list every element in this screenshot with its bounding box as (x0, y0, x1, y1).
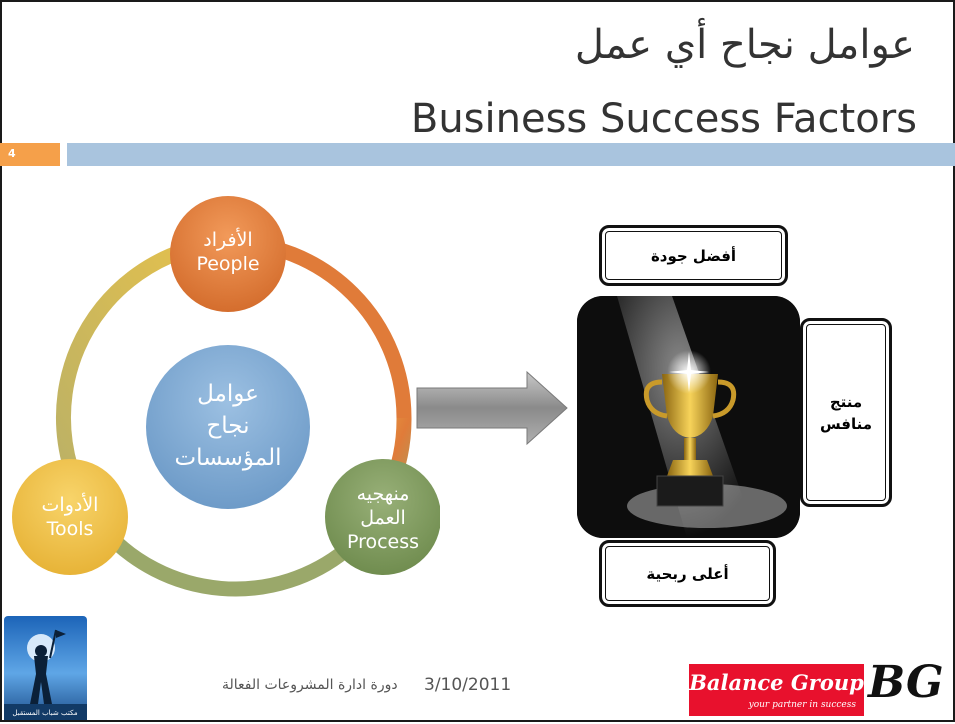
balance-group-name: Balance Group (689, 670, 864, 695)
trophy-spotlight-image (577, 296, 800, 538)
people-label-ar: الأفراد (203, 229, 253, 251)
title-underline-bar (67, 143, 955, 166)
competitive-product-line1: منتج (829, 392, 863, 411)
center-label-line3: المؤسسات (174, 445, 282, 471)
bg-monogram: BG (868, 657, 944, 708)
competitive-product-line2: منافس (819, 414, 873, 433)
highest-profit-box: أعلى ربحية (599, 540, 776, 607)
success-cycle-diagram (12, 196, 440, 597)
balance-group-tagline: your partner in success (748, 700, 856, 710)
people-label-en: People (196, 253, 260, 275)
tools-circle (12, 459, 128, 575)
best-quality-box: أفضل جودة (599, 225, 788, 286)
slide-title-english: Business Success Factors (410, 96, 917, 142)
people-circle (170, 196, 286, 312)
tools-label-ar: الأدوات (41, 494, 99, 516)
process-label-ar1: منهجيه (356, 483, 410, 505)
slide-number-bar (0, 143, 60, 166)
footer-course-name: دورة ادارة المشروعات الفعالة (222, 677, 398, 693)
process-label: منهجيه العمل Process (325, 482, 441, 554)
slide-number: 4 (8, 147, 16, 160)
process-circle (325, 459, 440, 575)
people-label: الأفراد People (170, 228, 286, 276)
slide-title-arabic: عوامل نجاح أي عمل (574, 22, 915, 68)
balance-group-logo: Balance Group your partner in success (689, 664, 864, 716)
center-circle (146, 345, 310, 509)
footer-date: 3/10/2011 (424, 675, 512, 695)
arrow-right-icon (416, 370, 568, 446)
center-label-line2: نجاح (206, 413, 250, 439)
future-youth-logo: مكتب شباب المستقبل (4, 616, 87, 720)
future-youth-logo-text: مكتب شباب المستقبل (12, 709, 77, 717)
competitive-product-box: منتج منافس (800, 318, 892, 507)
center-label-line1: عوامل (197, 381, 259, 407)
tools-label: الأدوات Tools (12, 493, 128, 541)
process-label-en: Process (346, 531, 420, 553)
process-label-ar2: العمل (360, 507, 406, 529)
tools-label-en: Tools (46, 518, 94, 540)
center-label: عوامل نجاح المؤسسات (160, 378, 296, 474)
